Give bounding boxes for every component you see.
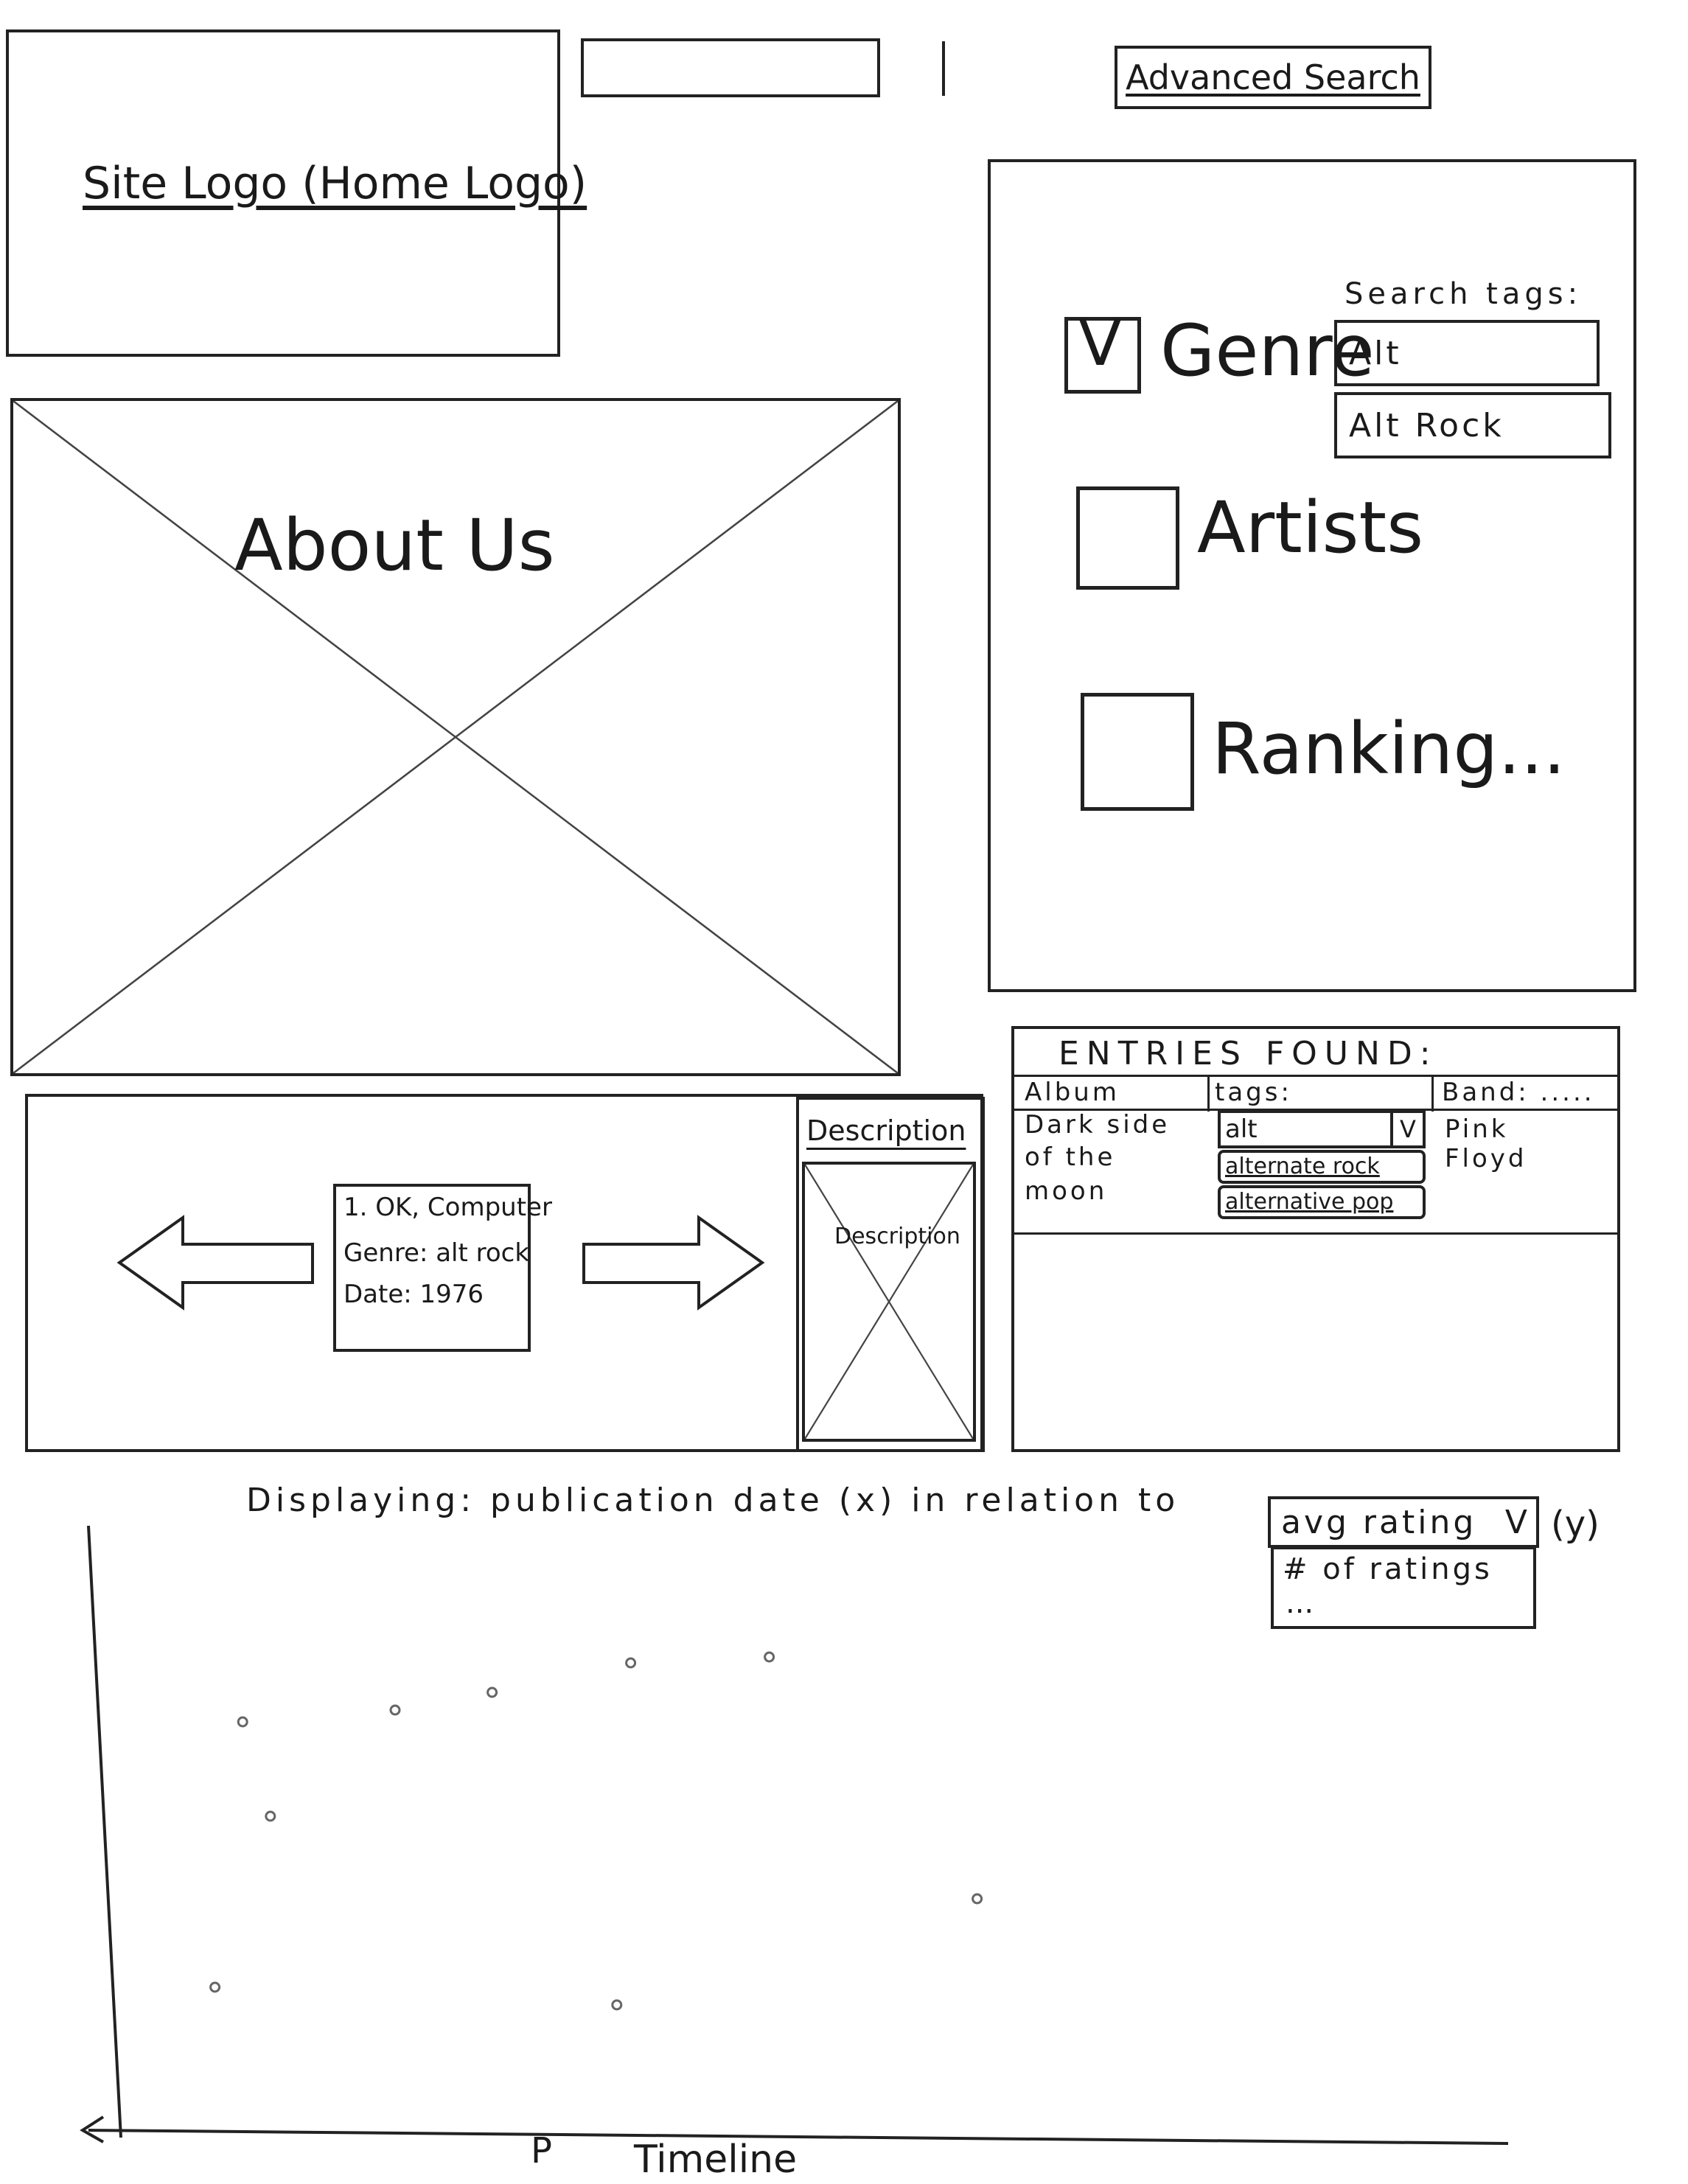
- album-card[interactable]: 1. OK, Computer Genre: alt rock Date: 19…: [333, 1184, 552, 1352]
- band-cell-line: Pink: [1445, 1114, 1509, 1144]
- data-point[interactable]: [265, 1810, 276, 1822]
- divider: [1207, 1075, 1210, 1112]
- scatter-chart: [80, 1525, 1509, 2145]
- advanced-search-button[interactable]: Advanced Search: [1115, 46, 1431, 109]
- album-card-date: Date: 1976: [343, 1280, 484, 1309]
- check-mark-icon: V: [1078, 307, 1122, 380]
- tag-dropdown-value: alt: [1225, 1114, 1258, 1144]
- entries-found-table: ENTRIES FOUND: Album tags: Band: ..... D…: [1011, 1026, 1620, 1452]
- site-logo-text: Site Logo (Home Logo): [83, 158, 587, 209]
- data-point[interactable]: [625, 1657, 637, 1669]
- data-point[interactable]: [972, 1893, 983, 1905]
- album-card-genre: Genre: alt rock: [343, 1238, 530, 1268]
- data-point[interactable]: [611, 1999, 623, 2011]
- site-logo[interactable]: Site Logo (Home Logo): [6, 29, 587, 357]
- description-text: Description: [834, 1224, 960, 1249]
- y-axis-suffix: (y): [1551, 1504, 1600, 1545]
- axis-arrow-icon: [80, 2115, 105, 2143]
- data-point[interactable]: [486, 1686, 498, 1698]
- divider: [1014, 1232, 1617, 1235]
- chart-caption: Displaying: publication date (x) in rela…: [246, 1482, 1180, 1519]
- album-cell-line: Dark side: [1025, 1110, 1171, 1140]
- album-card-title: 1. OK, Computer: [343, 1193, 552, 1222]
- column-header-album: Album: [1025, 1078, 1120, 1107]
- genre-label: Genre: [1160, 310, 1375, 392]
- data-point[interactable]: [237, 1716, 248, 1728]
- album-cell-line: moon: [1025, 1176, 1108, 1206]
- axis-marker-label: P: [531, 2130, 552, 2171]
- ranking-label: Ranking...: [1212, 708, 1566, 790]
- artists-checkbox[interactable]: [1076, 486, 1179, 590]
- artists-label: Artists: [1197, 486, 1424, 569]
- data-point[interactable]: [209, 1981, 221, 1993]
- x-axis: [88, 2129, 1509, 2145]
- chevron-down-icon[interactable]: V: [1504, 1504, 1527, 1541]
- chevron-down-icon[interactable]: V: [1390, 1110, 1426, 1148]
- search-tag-input-2[interactable]: [1334, 392, 1611, 458]
- genre-checkbox[interactable]: V: [1064, 312, 1141, 394]
- entries-title: ENTRIES FOUND:: [1059, 1035, 1438, 1072]
- tag-dropdown[interactable]: alt V: [1218, 1110, 1426, 1148]
- search-filter-panel: Search tags: V Genre Artists Ranking...: [988, 159, 1636, 992]
- description-title: Description: [806, 1114, 966, 1147]
- metric-options-list: # of ratings ...: [1271, 1546, 1536, 1629]
- arrow-left-icon[interactable]: [116, 1215, 315, 1311]
- tag-option[interactable]: alternative pop: [1218, 1185, 1426, 1219]
- band-cell-line: Floyd: [1445, 1144, 1527, 1173]
- divider: [1014, 1075, 1617, 1077]
- column-header-band: Band: .....: [1442, 1078, 1595, 1107]
- divider: [1431, 1075, 1434, 1112]
- metric-option[interactable]: # of ratings: [1283, 1552, 1493, 1586]
- metric-option[interactable]: ...: [1286, 1586, 1314, 1620]
- ranking-checkbox[interactable]: [1081, 693, 1194, 811]
- album-cell-line: of the: [1025, 1142, 1116, 1172]
- column-header-tags: tags:: [1215, 1078, 1292, 1107]
- about-us-title: About Us: [234, 504, 555, 587]
- x-axis-label: Timeline: [634, 2138, 798, 2182]
- placeholder-cross: [805, 1165, 973, 1439]
- data-point[interactable]: [764, 1651, 775, 1663]
- about-us-image-placeholder[interactable]: About Us: [10, 398, 901, 1076]
- search-input[interactable]: [581, 38, 880, 97]
- search-tag-input-1[interactable]: [1334, 320, 1600, 386]
- divider: [1014, 1109, 1617, 1111]
- arrow-right-icon[interactable]: [581, 1215, 765, 1311]
- y-axis: [87, 1525, 122, 2138]
- description-image-placeholder: Description: [802, 1162, 976, 1442]
- text-cursor: [942, 41, 945, 96]
- metric-dropdown-value: avg rating: [1281, 1504, 1477, 1541]
- placeholder-cross: [13, 401, 898, 1073]
- data-point[interactable]: [389, 1704, 401, 1716]
- description-panel: Description Description: [796, 1097, 985, 1452]
- tag-option[interactable]: alternate rock: [1218, 1150, 1426, 1184]
- search-tags-label: Search tags:: [1345, 277, 1583, 311]
- album-carousel: 1. OK, Computer Genre: alt rock Date: 19…: [25, 1094, 985, 1452]
